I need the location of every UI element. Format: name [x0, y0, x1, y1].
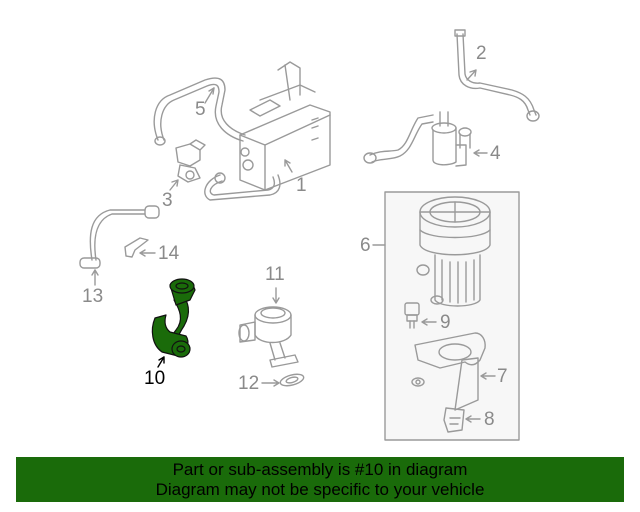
callout-3: 3 [162, 190, 173, 211]
parts-diagram [79, 29, 540, 441]
part-2-hose [454, 29, 540, 122]
callout-14: 14 [158, 243, 180, 264]
part-12-gasket [279, 373, 305, 387]
part-9-sensor [404, 302, 420, 329]
arrow-5 [204, 87, 215, 104]
callout-11: 11 [265, 264, 285, 285]
part-10-hose-highlighted [151, 278, 196, 358]
part-5-hose [153, 77, 246, 146]
banner-line-part-number: Part or sub-assembly is #10 in diagram [172, 460, 468, 479]
callout-1: 1 [296, 175, 307, 196]
part-13-sensor [79, 205, 160, 269]
part-1-canister [239, 61, 331, 191]
banner-line-disclaimer: Diagram may not be specific to your vehi… [155, 480, 485, 499]
part-11-valve [238, 306, 299, 368]
callout-9: 9 [440, 312, 451, 333]
callout-7: 7 [497, 366, 508, 387]
part-14-clip [124, 237, 149, 258]
callout-13: 13 [82, 286, 104, 307]
part-6-air-pump [416, 196, 491, 307]
part-4-filter [363, 111, 472, 167]
part-8-bracket [443, 407, 465, 433]
assembly-box-6 [384, 191, 520, 441]
callout-5: 5 [195, 99, 206, 120]
callout-4: 4 [490, 143, 501, 164]
callout-8: 8 [484, 409, 495, 430]
callout-2: 2 [476, 43, 487, 64]
callout-6: 6 [360, 235, 371, 256]
part-7-bracket [411, 332, 486, 411]
info-banner: Part or sub-assembly is #10 in diagram D… [16, 457, 624, 502]
callout-10[interactable]: 10 [144, 368, 166, 389]
callout-12: 12 [238, 373, 260, 394]
part-3-valve [175, 139, 206, 183]
